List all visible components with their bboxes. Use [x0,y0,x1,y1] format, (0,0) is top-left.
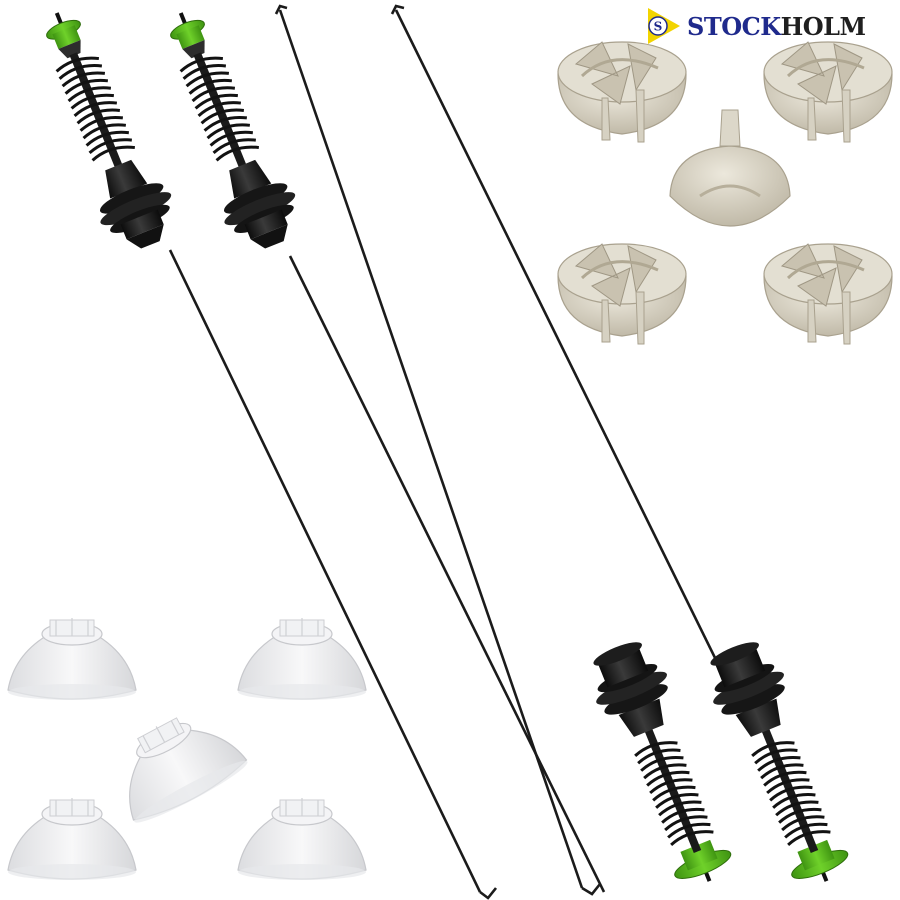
clear-bushing-3 [7,797,137,881]
gray-cap-1 [556,40,688,144]
plain-rod-2 [390,4,722,669]
suspension-rod-2 [144,0,606,893]
gray-cap-2 [762,40,894,144]
brand-badge-icon: S [648,8,680,44]
suspension-rod-1 [20,0,498,900]
brand-name-part2: HOLM [780,11,867,41]
clear-bushing-2 [237,617,367,701]
gray-cap-4 [762,242,894,346]
brand-name: STOCKHOLM [687,12,866,41]
clear-bushing-center [99,695,252,830]
gray-cap-3 [556,242,688,346]
brand-name-part1: STOCK [687,11,781,41]
brand-logo: S STOCKHOLM [646,6,866,46]
clear-bushing-4 [237,797,367,881]
plain-rod-1 [274,4,602,896]
svg-text:S: S [654,20,663,34]
gray-cap-center [669,109,791,227]
clear-bushing-1 [7,617,137,701]
